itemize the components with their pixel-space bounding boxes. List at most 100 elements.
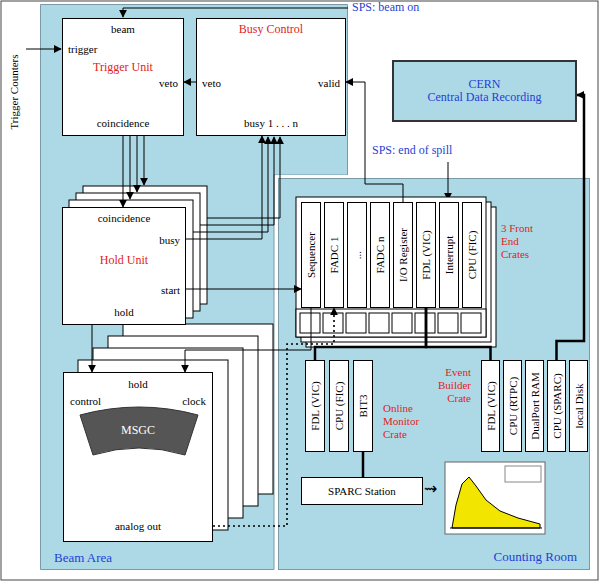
node-label: Counting Room bbox=[494, 550, 577, 563]
signal-label: SPS: end of spill bbox=[370, 144, 454, 157]
node-label: Event Builder Crate bbox=[419, 366, 471, 405]
module-label: BIT3 bbox=[357, 394, 370, 417]
node-label: clock bbox=[182, 395, 206, 408]
crate-chassis bbox=[296, 309, 486, 337]
histogram-curve bbox=[452, 477, 540, 528]
signal-label: Trigger Counters bbox=[8, 54, 21, 129]
recording-box: CERNCentral Data Recording bbox=[392, 60, 577, 122]
module-slot: DualPort RAM bbox=[525, 360, 544, 452]
signal-connector bbox=[426, 308, 491, 360]
node-label: start bbox=[161, 284, 180, 297]
node-label: busy 1 . . . n bbox=[244, 117, 298, 130]
node-label: Beam Area bbox=[54, 551, 112, 564]
slot bbox=[323, 313, 343, 333]
module-label: CPU (FIC) bbox=[466, 231, 479, 280]
signal-connector bbox=[362, 452, 365, 477]
msgc-card-stack bbox=[78, 324, 273, 530]
node-label: analog out bbox=[115, 520, 161, 533]
module-label: CPU (SPARC) bbox=[550, 373, 563, 438]
signal-connector bbox=[315, 308, 426, 360]
crate: Event Builder CrateFDL (VIC)CPU (RTPC)Du… bbox=[477, 356, 589, 456]
module-label: DualPort RAM bbox=[528, 372, 541, 440]
signal-connector bbox=[213, 308, 334, 526]
plot-frame bbox=[445, 462, 545, 534]
unit-box: Busy Control veto valid busy 1 . . . n bbox=[196, 18, 346, 136]
node-label: veto bbox=[159, 77, 178, 90]
busy-line bbox=[207, 137, 280, 218]
slot bbox=[461, 313, 481, 333]
node-label: SPARC Station bbox=[328, 485, 396, 498]
unit-box: beamtriggerTrigger Unitvetocoincidence bbox=[62, 18, 184, 136]
module-label: ... bbox=[351, 251, 364, 259]
msgc-sector bbox=[80, 407, 198, 455]
module-slot: Interrupt bbox=[439, 202, 459, 308]
module-slot: FDL (VIC) bbox=[481, 360, 500, 452]
histogram-picture bbox=[445, 462, 545, 534]
module-slot: BIT3 bbox=[353, 360, 373, 452]
unit-box: coincidencebusyHold Unitstarthold bbox=[62, 207, 186, 325]
stacked-card bbox=[78, 360, 228, 530]
stacked-crate bbox=[301, 202, 491, 342]
node-label: busy bbox=[159, 234, 180, 247]
node-label: control bbox=[70, 395, 101, 408]
slot bbox=[392, 313, 412, 333]
extra-signal-lines bbox=[130, 136, 280, 232]
busy-line bbox=[200, 137, 274, 225]
module-label: local Disk bbox=[572, 384, 585, 429]
stat-box bbox=[505, 466, 541, 482]
node-label: veto bbox=[202, 77, 221, 90]
stacked-card bbox=[69, 200, 193, 318]
module-slot: FDL (VIC) bbox=[305, 360, 325, 452]
signal-connector bbox=[346, 82, 403, 202]
module-label: Sequencer bbox=[305, 232, 318, 278]
crate: 3 Front End CratesSequencerFADC 1...FADC… bbox=[297, 198, 487, 338]
module-label: FADC n bbox=[374, 237, 387, 274]
node-label: Busy Control bbox=[239, 23, 303, 36]
signal-connector bbox=[186, 289, 301, 290]
arrow-symbol: ⇝ bbox=[424, 482, 437, 495]
crate: Online Monitor CrateFDL (VIC)CPU (FIC)BI… bbox=[301, 356, 377, 456]
signal-connector bbox=[185, 308, 311, 372]
node-label: 3 Front End Crates bbox=[501, 222, 541, 261]
module-slot: CPU (FIC) bbox=[329, 360, 349, 452]
slot bbox=[346, 313, 366, 333]
module-slot: FADC n bbox=[370, 202, 390, 308]
node-label: Central Data Recording bbox=[428, 91, 542, 104]
module-label: CPU (FIC) bbox=[333, 382, 346, 431]
module-label: FADC 1 bbox=[328, 237, 341, 274]
slot bbox=[300, 313, 320, 333]
stacked-card bbox=[76, 193, 200, 311]
module-label: FDL (VIC) bbox=[420, 230, 433, 279]
coincidence-line bbox=[137, 136, 138, 192]
trigger-signal-line bbox=[26, 49, 61, 50]
coincidence-line bbox=[144, 136, 145, 185]
node-label: Trigger Unit bbox=[93, 61, 153, 74]
slot bbox=[369, 313, 389, 333]
module-slot: CPU (RTPC) bbox=[503, 360, 522, 452]
signal-connector bbox=[92, 325, 93, 372]
node-label: CERN bbox=[468, 78, 500, 91]
node-label: Online Monitor Crate bbox=[383, 402, 435, 441]
node-label: valid bbox=[318, 77, 340, 90]
node-label: coincidence bbox=[97, 117, 150, 130]
signal-connector bbox=[123, 136, 124, 207]
signal-connector bbox=[186, 136, 262, 239]
slot bbox=[438, 313, 458, 333]
node-label: trigger bbox=[68, 43, 97, 56]
module-label: FDL (VIC) bbox=[484, 381, 497, 430]
node-label: Hold Unit bbox=[100, 254, 148, 267]
detector-card: holdcontrolclockMSGCanalog out bbox=[63, 372, 213, 542]
crate-frame bbox=[296, 197, 486, 337]
plot-axis bbox=[450, 528, 542, 529]
signal-label: SPS: beam on bbox=[352, 1, 419, 14]
signal-connector bbox=[184, 82, 196, 83]
node-label: hold bbox=[128, 378, 148, 391]
signal-connector bbox=[557, 95, 585, 360]
beam-on-line bbox=[123, 8, 348, 17]
module-label: CPU (RTPC) bbox=[506, 377, 519, 435]
hold-unit-stack bbox=[69, 186, 207, 318]
node-label: coincidence bbox=[98, 212, 151, 225]
workstation-box: SPARC Station bbox=[301, 477, 423, 505]
module-slot: Sequencer bbox=[301, 202, 321, 308]
